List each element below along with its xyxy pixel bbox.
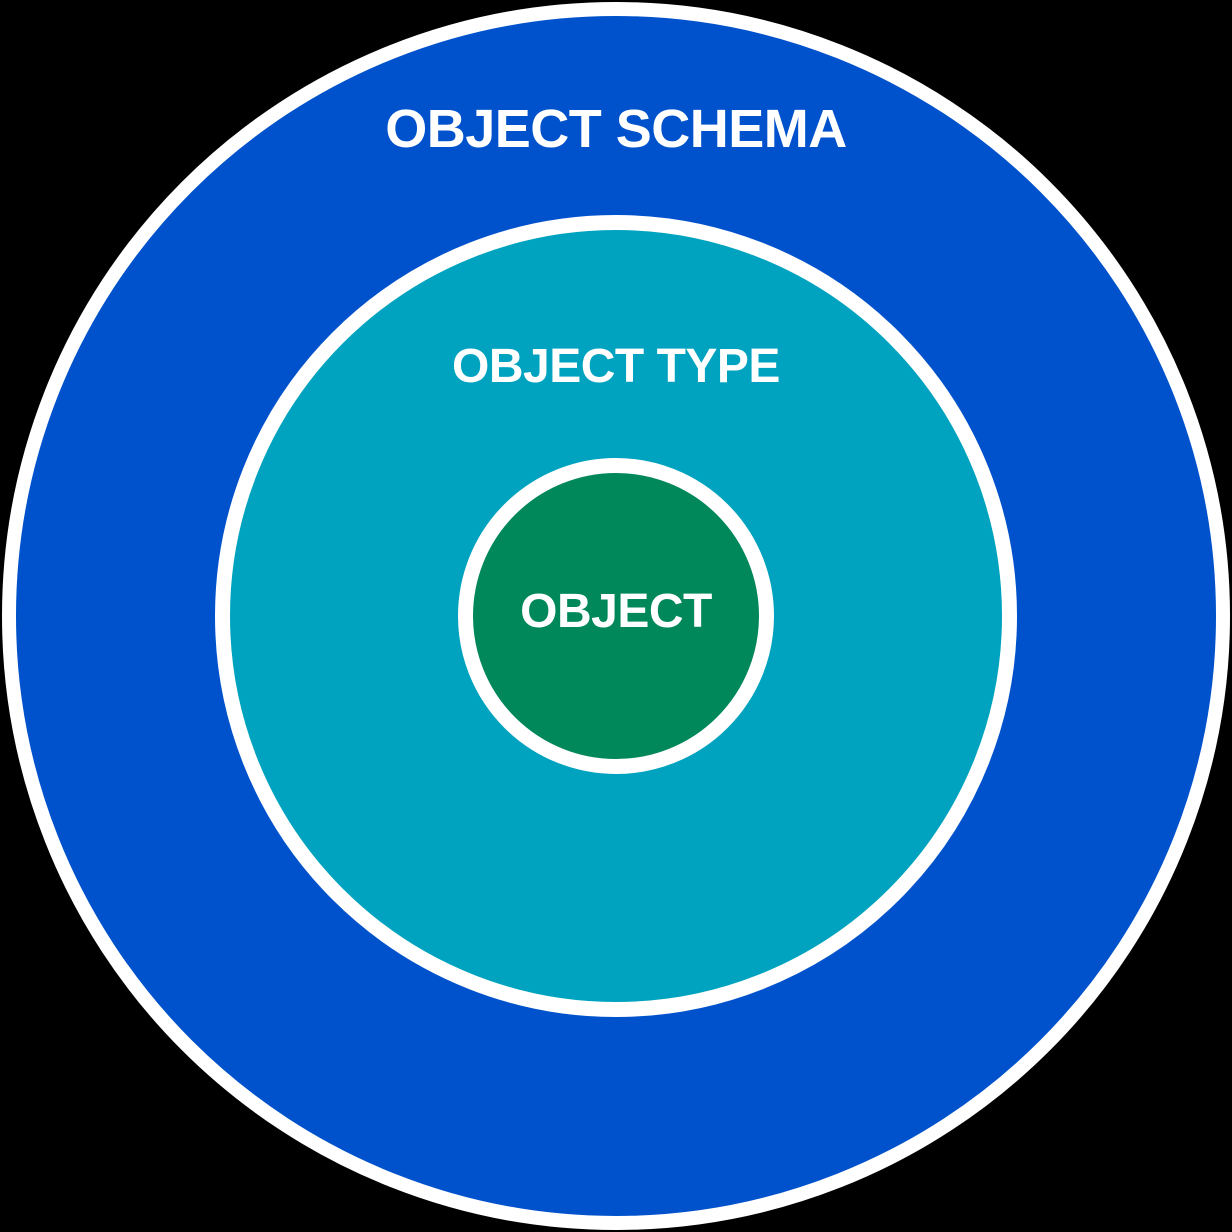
object-circle: OBJECT — [458, 458, 774, 774]
object-type-circle: OBJECT TYPE OBJECT — [215, 215, 1017, 1017]
object-label: OBJECT — [520, 585, 712, 638]
object-type-label: OBJECT TYPE — [452, 340, 780, 393]
object-schema-label: OBJECT SCHEMA — [385, 99, 847, 159]
